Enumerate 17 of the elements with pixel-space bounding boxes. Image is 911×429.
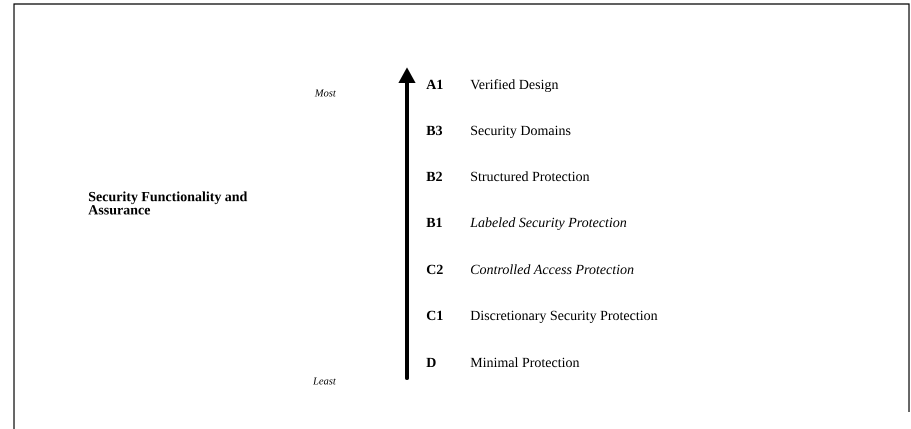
level-name: Security Domains [471,126,570,138]
level-name: Controlled Access Protection [471,264,634,274]
level-name: Labeled Security Protection [470,217,626,230]
level-code: B3 [426,126,442,136]
level-code: D [426,358,436,368]
level-name: Structured Protection [471,171,590,182]
level-code: B2 [426,172,442,182]
level-code: C2 [426,264,443,274]
scale-end-label: Least [312,378,336,384]
level-name: Minimal Protection [470,357,580,368]
level-code: A1 [426,80,443,89]
level-code: B1 [426,218,442,228]
level-code: C1 [426,310,443,320]
level-name: Discretionary Security Protection [470,310,658,324]
level-name: Verified Design [470,79,558,92]
scale-end-label: Most [314,90,336,96]
axis-title: Security Functionality and Assurance [88,191,248,215]
